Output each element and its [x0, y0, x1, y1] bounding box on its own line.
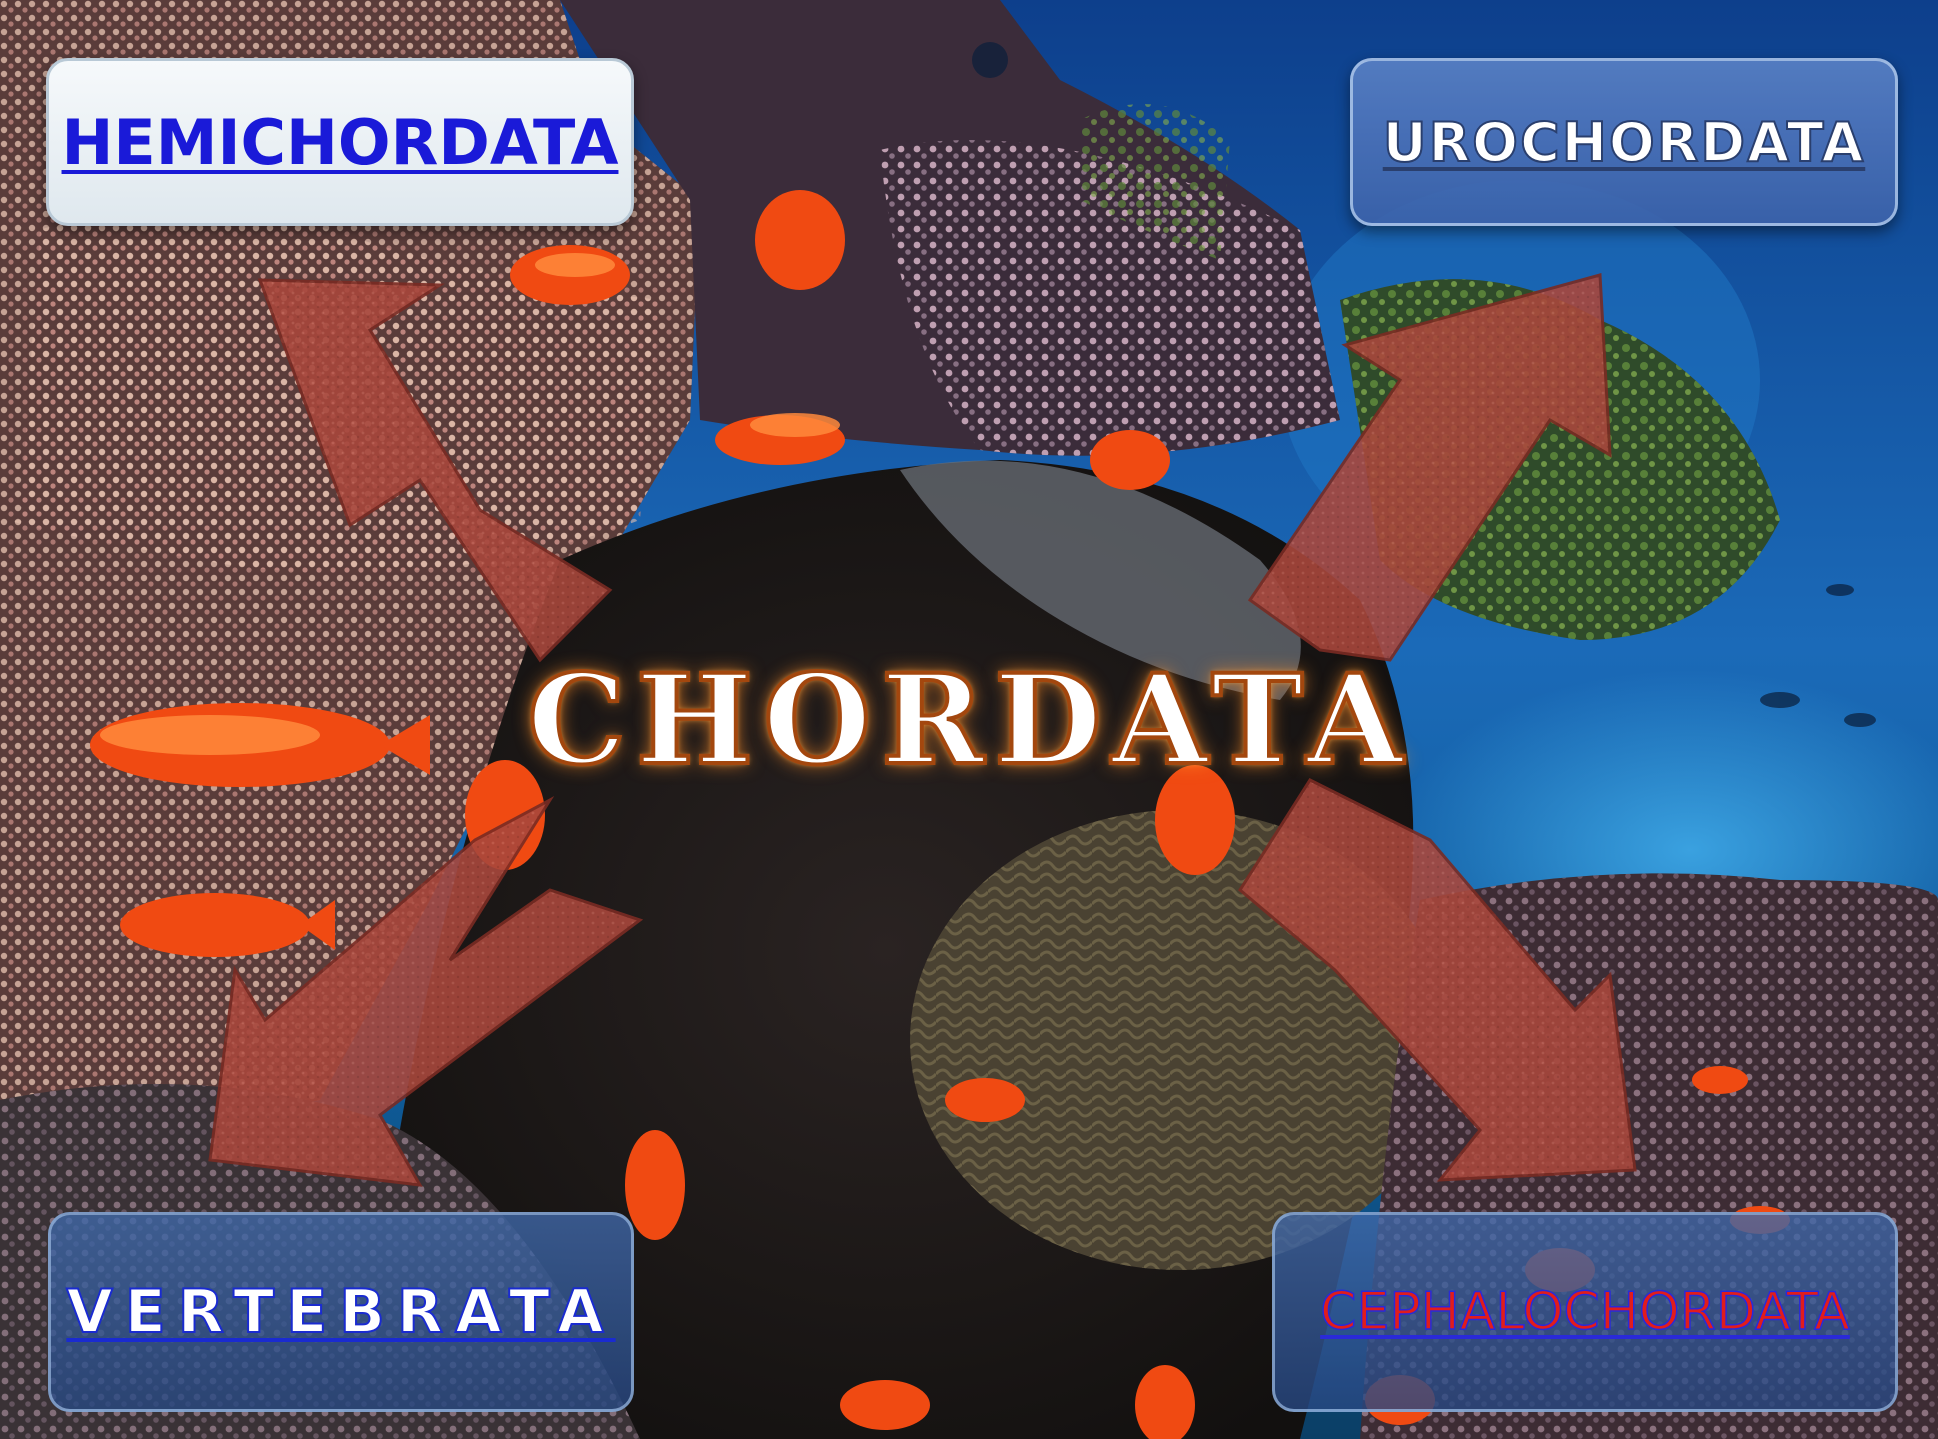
arrow-to-urochordata: [1247, 273, 1612, 662]
hemichordata-box[interactable]: HEMICHORDATA: [46, 58, 634, 226]
chordata-title: CHORDATA: [525, 646, 1413, 795]
urochordata-box[interactable]: UROCHORDATA: [1350, 58, 1898, 226]
arrow-to-vertebrata: [208, 796, 644, 1187]
arrow-to-hemichordata: [257, 278, 613, 663]
arrow-to-cephalochordata: [1238, 778, 1637, 1182]
cephalochordata-link[interactable]: CEPHALOCHORDATA: [1319, 1281, 1850, 1343]
vertebrata-link[interactable]: VERTEBRATA: [65, 1276, 616, 1348]
urochordata-link[interactable]: UROCHORDATA: [1382, 110, 1866, 175]
hemichordata-link[interactable]: HEMICHORDATA: [61, 105, 619, 179]
cephalochordata-box[interactable]: CEPHALOCHORDATA: [1272, 1212, 1898, 1412]
vertebrata-box[interactable]: VERTEBRATA: [48, 1212, 634, 1412]
